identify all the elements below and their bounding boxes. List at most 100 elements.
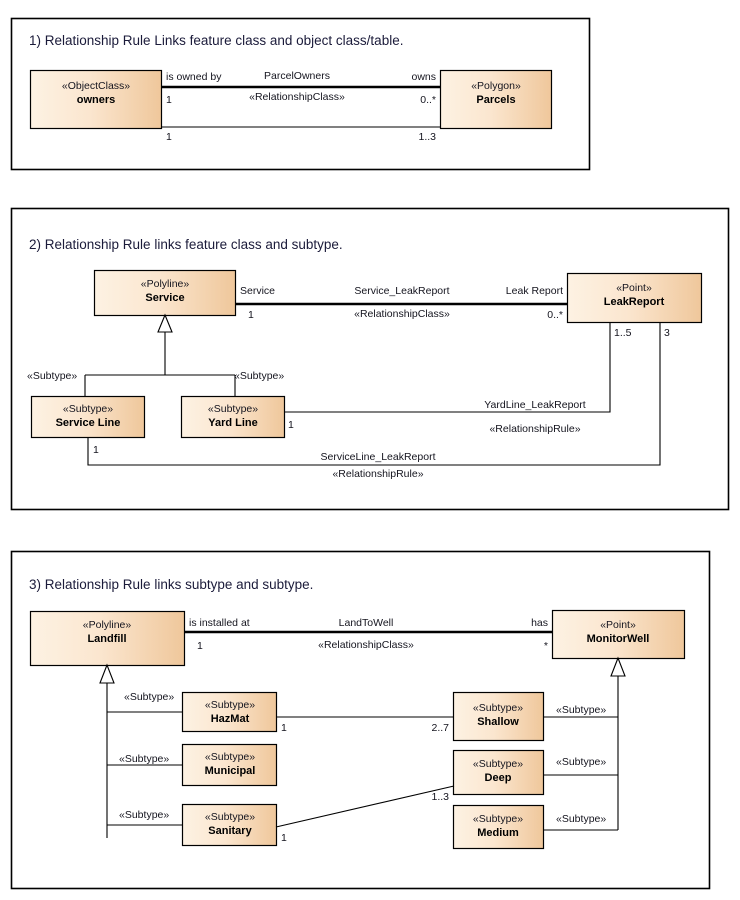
association-sanitary-deep-source-mult: 1	[281, 832, 287, 844]
panel-2: 2) Relationship Rule links feature class…	[10, 207, 730, 511]
class-box-monitorwell[interactable]: «Point» MonitorWell	[551, 609, 686, 660]
association-hazmat-shallow[interactable]: 1 2..7	[276, 716, 454, 734]
class-box-leakreport-stereotype: «Point»	[616, 282, 652, 294]
association-parcel-owners-name: ParcelOwners	[264, 70, 330, 82]
class-box-parcels-name: Parcels	[476, 94, 515, 106]
class-box-parcels[interactable]: «Polygon» Parcels	[439, 69, 553, 130]
panel-3: 3) Relationship Rule links subtype and s…	[10, 550, 711, 890]
association-serviceline-leakreport-line	[87, 322, 661, 466]
association-yardline-leakreport-line	[284, 322, 611, 413]
association-land-to-well[interactable]: is installed at LandToWell has 1 «Relati…	[184, 617, 553, 652]
association-land-to-well-name: LandToWell	[339, 617, 394, 629]
class-box-service-line-name: Service Line	[56, 417, 121, 429]
association-yardline-leakreport-target-mult: 1..5	[614, 327, 632, 339]
generalization-service-subtypes[interactable]: «Subtype» «Subtype»	[27, 313, 284, 396]
association-service-leakreport-source-mult: 1	[248, 309, 254, 321]
class-box-shallow[interactable]: «Subtype» Shallow	[452, 691, 545, 742]
association-service-leakreport[interactable]: Service Service_LeakReport Leak Report 1…	[235, 285, 568, 321]
class-box-monitorwell-stereotype: «Point»	[600, 619, 636, 631]
generalization-landfill-subtypes[interactable]: «Subtype» «Subtype» «Subtype»	[99, 663, 182, 838]
class-box-shallow-name: Shallow	[477, 716, 519, 728]
association-serviceline-leakreport-target-mult: 3	[664, 327, 670, 339]
generalization-monitorwell-subtypes[interactable]: «Subtype» «Subtype» «Subtype»	[543, 656, 626, 831]
class-box-leakreport[interactable]: «Point» LeakReport	[566, 272, 703, 324]
class-box-yard-line[interactable]: «Subtype» Yard Line	[180, 395, 286, 439]
association-land-to-well-target-role: has	[531, 617, 548, 629]
class-box-shallow-stereotype: «Subtype»	[473, 702, 523, 714]
generalization-label-sanitary: «Subtype»	[119, 809, 169, 821]
association-land-to-well-target-mult: *	[544, 640, 548, 652]
panel-2-frame	[10, 207, 730, 511]
class-box-landfill-rect	[29, 610, 186, 667]
association-service-leakreport-name: Service_LeakReport	[354, 285, 449, 297]
association-serviceline-leakreport[interactable]: ServiceLine_LeakReport «RelationshipRule…	[87, 322, 670, 480]
class-box-sanitary[interactable]: «Subtype» Sanitary	[181, 803, 278, 847]
class-box-yard-line-rect	[180, 395, 286, 439]
class-box-yard-line-name: Yard Line	[208, 417, 258, 429]
association-serviceline-leakreport-name: ServiceLine_LeakReport	[321, 451, 436, 463]
association-yardline-leakreport-stereotype: «RelationshipRule»	[489, 423, 580, 435]
class-box-medium-rect	[452, 804, 545, 850]
association-yardline-leakreport[interactable]: YardLine_LeakReport «RelationshipRule» 1…	[284, 322, 632, 435]
class-box-service-line[interactable]: «Subtype» Service Line	[30, 395, 146, 439]
class-box-monitorwell-rect	[551, 609, 686, 660]
class-box-monitorwell-name: MonitorWell	[587, 633, 650, 645]
generalization-label-service-line: «Subtype»	[27, 370, 77, 382]
class-box-owners-rect	[29, 69, 163, 130]
class-box-owners[interactable]: «ObjectClass» owners	[29, 69, 163, 130]
class-box-landfill[interactable]: «Polyline» Landfill	[29, 610, 186, 667]
class-box-service-stereotype: «Polyline»	[141, 278, 190, 290]
class-box-hazmat[interactable]: «Subtype» HazMat	[181, 691, 278, 733]
association-hazmat-shallow-source-mult: 1	[281, 722, 287, 734]
class-box-service[interactable]: «Polyline» Service	[93, 269, 237, 317]
class-box-municipal-stereotype: «Subtype»	[205, 751, 255, 763]
class-box-yard-line-stereotype: «Subtype»	[208, 403, 258, 415]
class-box-shallow-rect	[452, 691, 545, 742]
class-box-service-line-stereotype: «Subtype»	[63, 403, 113, 415]
class-box-medium-name: Medium	[477, 827, 519, 839]
class-box-hazmat-stereotype: «Subtype»	[205, 699, 255, 711]
association-service-leakreport-stereotype: «RelationshipClass»	[354, 308, 450, 320]
generalization-label-yard-line: «Subtype»	[234, 370, 284, 382]
association-parcel-owners-rule-target-mult: 1..3	[418, 131, 436, 143]
association-yardline-leakreport-name: YardLine_LeakReport	[484, 399, 585, 411]
class-box-deep[interactable]: «Subtype» Deep	[452, 749, 545, 796]
association-sanitary-deep-target-mult: 1..3	[431, 791, 449, 803]
class-box-deep-stereotype: «Subtype»	[473, 758, 523, 770]
association-sanitary-deep-line	[275, 785, 455, 828]
association-parcel-owners-rule[interactable]: 1 1..3	[161, 126, 441, 143]
panel-1: 1) Relationship Rule Links feature class…	[10, 17, 591, 171]
association-parcel-owners-source-mult: 1	[166, 94, 172, 106]
class-box-service-name: Service	[145, 292, 184, 304]
panel-3-title: 3) Relationship Rule links subtype and s…	[29, 577, 313, 592]
generalization-label-medium: «Subtype»	[556, 813, 606, 825]
class-box-sanitary-rect	[181, 803, 278, 847]
class-box-leakreport-name: LeakReport	[604, 296, 665, 308]
class-box-deep-name: Deep	[485, 772, 512, 784]
class-box-municipal[interactable]: «Subtype» Municipal	[181, 743, 278, 787]
association-sanitary-deep[interactable]: 1 1..3	[275, 785, 455, 844]
association-parcel-owners-target-mult: 0..*	[420, 94, 436, 106]
association-parcel-owners-source-role: is owned by	[166, 71, 222, 83]
class-box-sanitary-name: Sanitary	[208, 825, 252, 837]
generalization-label-hazmat: «Subtype»	[124, 691, 174, 703]
class-box-leakreport-rect	[566, 272, 703, 324]
association-service-leakreport-target-role: Leak Report	[506, 285, 563, 297]
association-service-leakreport-source-role: Service	[240, 285, 275, 297]
class-box-municipal-rect	[181, 743, 278, 787]
class-box-parcels-stereotype: «Polygon»	[471, 80, 521, 92]
class-box-medium-stereotype: «Subtype»	[473, 813, 523, 825]
panel-2-title: 2) Relationship Rule links feature class…	[29, 237, 343, 252]
association-yardline-leakreport-source-mult: 1	[288, 419, 294, 431]
association-parcel-owners[interactable]: is owned by ParcelOwners owns 1 «Relatio…	[161, 70, 441, 106]
class-box-hazmat-rect	[181, 691, 278, 733]
class-box-municipal-name: Municipal	[205, 765, 256, 777]
association-parcel-owners-rule-source-mult: 1	[166, 131, 172, 143]
class-box-medium[interactable]: «Subtype» Medium	[452, 804, 545, 850]
association-land-to-well-source-mult: 1	[197, 640, 203, 652]
generalization-label-deep: «Subtype»	[556, 756, 606, 768]
association-parcel-owners-target-role: owns	[411, 71, 436, 83]
class-box-owners-stereotype: «ObjectClass»	[62, 80, 130, 92]
